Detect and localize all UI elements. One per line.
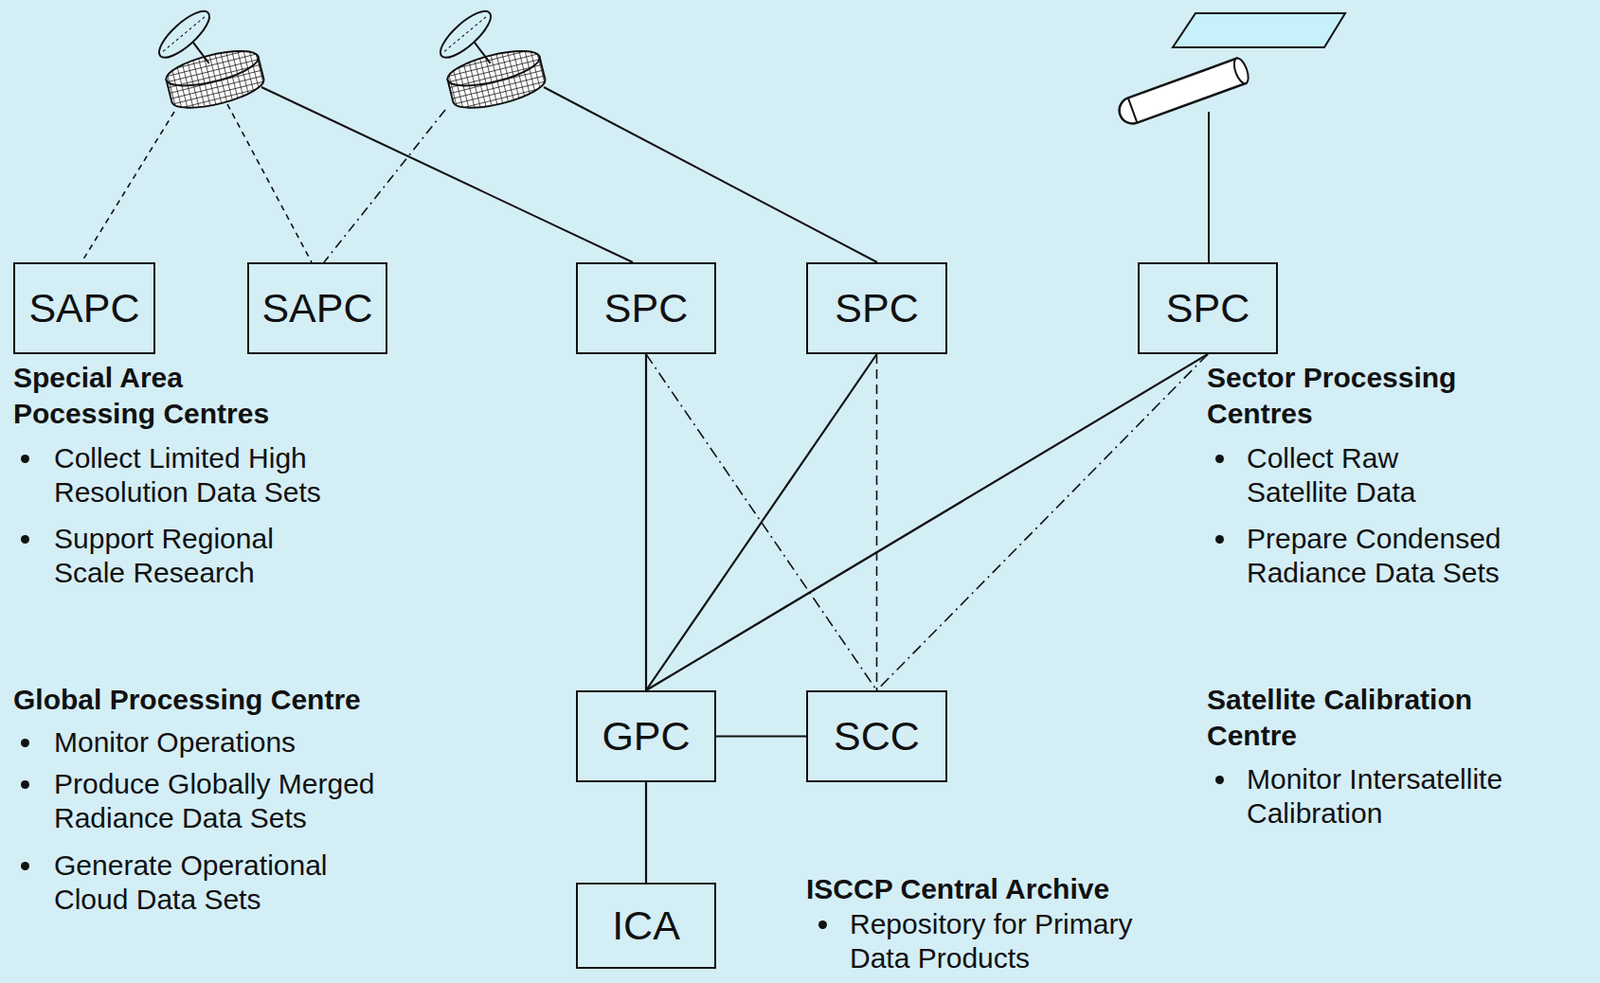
ica-box: ICA <box>575 882 717 970</box>
bullet-text: Produce Globally Merged Radiance Data Se… <box>53 767 433 836</box>
dashed-connector <box>877 354 1209 691</box>
sapc-box: SAPC <box>247 262 388 355</box>
bullet-dot <box>1215 535 1224 544</box>
bullet-dot <box>1215 454 1224 464</box>
box-label: SPC <box>834 285 918 332</box>
spc-box: SPC <box>806 262 948 355</box>
bullet-dot <box>20 780 30 790</box>
downlink-lines <box>81 87 1209 263</box>
section-heading: Special Area Pocessing Centres <box>13 359 298 432</box>
bullet-text: Support Regional Scale Research <box>53 521 320 591</box>
sapc-box: SAPC <box>13 262 156 355</box>
box-label: ICA <box>611 902 681 950</box>
bullet-dot <box>20 454 30 464</box>
solid-connector <box>646 354 1208 691</box>
solid-connector <box>645 782 648 883</box>
box-label: SPC <box>1166 285 1250 332</box>
spc-box: SPC <box>1137 262 1278 355</box>
spin-satellite <box>426 0 548 117</box>
bullet-text: Collect Raw Satellite Data <box>1246 441 1456 510</box>
solid-connector <box>716 735 807 738</box>
box-label: SAPC <box>28 285 140 332</box>
bullet-text: Monitor Operations <box>53 725 433 760</box>
dashed-connector <box>646 354 878 691</box>
solid-connector <box>646 354 878 691</box>
bullet-dot <box>20 862 30 871</box>
section-heading: Global Processing Centre <box>13 682 431 719</box>
bullet-dot <box>818 920 827 930</box>
box-label: GPC <box>601 713 690 760</box>
bullet-text: Collect Limited High Resolution Data Set… <box>53 441 396 510</box>
box-label: SCC <box>833 713 920 760</box>
bullet-text: Generate Operational Cloud Data Sets <box>53 848 377 917</box>
bullet-dot <box>1215 775 1224 785</box>
dashed-connector <box>876 354 879 691</box>
box-label: SPC <box>604 285 688 332</box>
scc-box: SCC <box>806 690 948 783</box>
section-heading: ISCCP Central Archive <box>806 871 1205 908</box>
bullet-dot <box>20 535 30 544</box>
bullet-text: Repository for Primary Data Products <box>849 907 1172 976</box>
box-label: SAPC <box>261 285 373 332</box>
solid-connector <box>645 354 648 691</box>
section-heading: Satellite Calibration Centre <box>1206 682 1520 755</box>
section-heading: Sector Processing Centres <box>1206 359 1511 432</box>
bullet-dot <box>20 738 30 748</box>
spc-box: SPC <box>575 262 717 355</box>
spin-satellite <box>144 0 267 117</box>
bullet-text: Monitor Intersatellite Calibration <box>1246 762 1550 831</box>
gpc-box: GPC <box>575 690 717 783</box>
polar-satellite <box>1115 13 1346 127</box>
bullet-text: Prepare Condensed Radiance Data Sets <box>1246 521 1550 591</box>
